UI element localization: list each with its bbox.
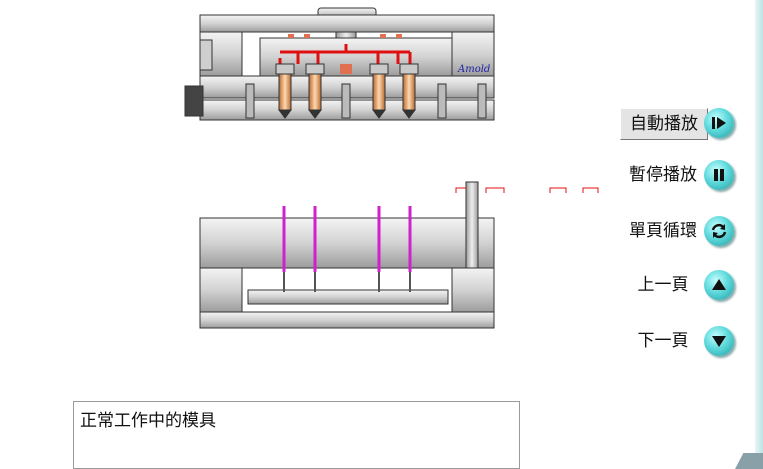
caption-text: 正常工作中的模具 <box>80 411 216 431</box>
pause-label[interactable]: 暫停播放 <box>629 165 697 185</box>
triangle-down-icon <box>712 336 726 347</box>
prev-control[interactable]: 上一頁 <box>620 270 740 304</box>
bottom-clamp-plate <box>199 311 495 329</box>
loop-button[interactable] <box>704 216 734 246</box>
support-block-left <box>199 267 243 313</box>
window-edge <box>755 0 763 469</box>
nozzle <box>305 63 325 119</box>
autoplay-label[interactable]: 自動播放 <box>620 108 708 140</box>
core-plate <box>199 217 495 269</box>
nozzle <box>399 63 419 119</box>
ejector-pins <box>282 206 412 272</box>
prev-button[interactable] <box>704 270 734 300</box>
next-label[interactable]: 下一頁 <box>637 331 689 351</box>
autoplay-button[interactable] <box>704 108 734 138</box>
nozzle <box>275 63 295 119</box>
pause-icon <box>714 169 724 181</box>
hot-runner <box>278 44 412 64</box>
ejector-pin-stems <box>283 272 411 292</box>
autoplay-control[interactable]: 自動播放 <box>620 108 740 142</box>
loop-label[interactable]: 單頁循環 <box>629 221 697 241</box>
triangle-up-icon <box>712 279 726 290</box>
part-markers <box>455 187 599 193</box>
play-step-icon <box>712 117 726 129</box>
heater-marks <box>288 34 402 74</box>
caption-box: 正常工作中的模具 <box>73 401 520 469</box>
upper-mold <box>184 7 495 121</box>
side-clamp <box>184 85 204 117</box>
lower-mold <box>199 181 495 329</box>
refresh-icon <box>711 223 727 239</box>
next-control[interactable]: 下一頁 <box>620 326 740 360</box>
prev-label[interactable]: 上一頁 <box>637 275 689 295</box>
ejector-plate <box>247 289 449 305</box>
resize-corner[interactable] <box>735 453 763 469</box>
hot-nozzles <box>275 63 419 119</box>
nozzle <box>369 63 389 119</box>
pause-button[interactable] <box>704 160 734 190</box>
top-clamp-plate <box>199 14 495 33</box>
signature-text: Amold <box>457 64 490 75</box>
pause-control[interactable]: 暫停播放 <box>620 160 740 194</box>
return-pin <box>465 181 479 269</box>
loop-control[interactable]: 單頁循環 <box>620 216 740 250</box>
next-button[interactable] <box>704 326 734 356</box>
support-block-right <box>451 267 495 313</box>
